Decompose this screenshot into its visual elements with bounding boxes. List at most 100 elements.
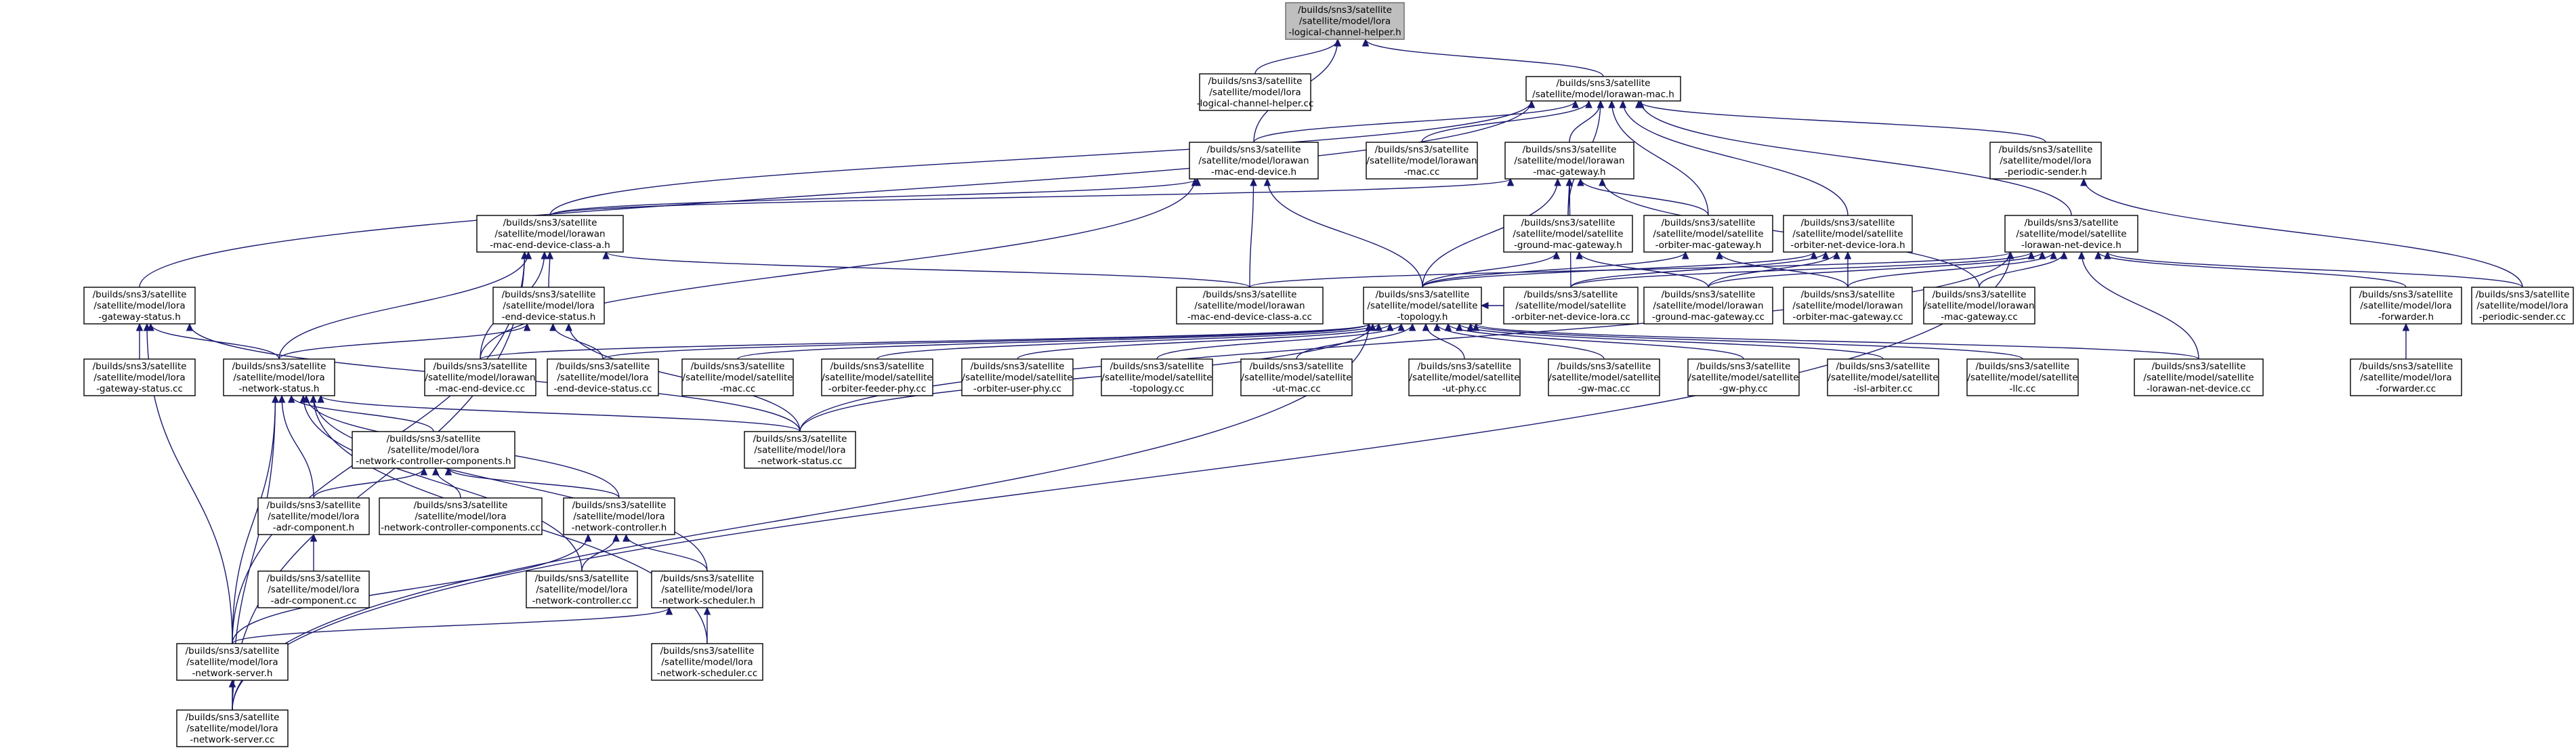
file-node[interactable]: /builds/sns3/satellite/satellite/model/l… <box>563 497 675 535</box>
file-node[interactable]: /builds/sns3/satellite/satellite/model/s… <box>1687 358 1800 396</box>
file-node[interactable]: /builds/sns3/satellite/satellite/model/l… <box>424 358 536 396</box>
arrow-head <box>1527 100 1536 108</box>
node-label-line: /satellite/model/satellite <box>1828 372 1938 383</box>
file-node[interactable]: /builds/sns3/satellite/satellite/model/l… <box>2350 287 2462 325</box>
node-label-line: /satellite/model/lora <box>661 657 753 667</box>
file-node[interactable]: /builds/sns3/satellite/satellite/model/l… <box>379 497 543 535</box>
dependency-edge <box>1718 251 1849 288</box>
file-node[interactable]: /builds/sns3/satellite/satellite/model/l… <box>651 643 763 681</box>
file-node[interactable]: /builds/sns3/satellite/satellite/model/l… <box>1366 142 1478 180</box>
node-label-line: /satellite/model/satellite <box>1515 300 1626 311</box>
node-label-line: -orbiter-mac-gateway.h <box>1655 240 1762 251</box>
node-box <box>2350 287 2462 325</box>
node-box <box>1101 358 1213 396</box>
node-box <box>1504 142 1634 180</box>
file-node[interactable]: /builds/sns3/satellite/satellite/model/l… <box>651 570 763 608</box>
arrow-head <box>1681 251 1689 259</box>
file-node[interactable]: /builds/sns3/satellite/satellite/model/l… <box>83 358 196 396</box>
file-node[interactable]: /builds/sns3/satellite/satellite/model/s… <box>1827 358 1939 396</box>
node-label-line: -topology.cc <box>1129 383 1184 394</box>
node-label-line: /builds/sns3/satellite <box>1298 5 1392 16</box>
file-node[interactable]: /builds/sns3/satellite/satellite/model/l… <box>2350 358 2462 396</box>
file-node[interactable]: /builds/sns3/satellite/satellite/model/l… <box>176 643 289 681</box>
arrow-head <box>444 467 452 476</box>
dependency-edge <box>799 323 1374 432</box>
arrow-head <box>1444 322 1452 331</box>
file-node[interactable]: /builds/sns3/satellite/satellite/model/l… <box>257 570 370 608</box>
file-node[interactable]: /builds/sns3/satellite/satellite/model/l… <box>1197 73 1314 111</box>
file-node[interactable]: /builds/sns3/satellite/satellite/model/l… <box>492 287 605 325</box>
file-node[interactable]: /builds/sns3/satellite/satellite/model/s… <box>1503 215 1633 253</box>
node-label-line: /builds/sns3/satellite <box>2152 361 2246 372</box>
file-node[interactable]: /builds/sns3/satellite/satellite/model/l… <box>744 431 856 469</box>
node-label-line: /builds/sns3/satellite <box>2359 361 2453 372</box>
node-label-line: /satellite/model/lora <box>186 657 278 667</box>
file-node[interactable]: /builds/sns3/satellite/satellite/model/s… <box>1363 287 1482 325</box>
arrow-head <box>431 467 440 476</box>
file-node[interactable]: /builds/sns3/satellite/satellite/model/s… <box>1240 358 1353 396</box>
file-node[interactable]: /builds/sns3/satellite/satellite/model/s… <box>1101 358 1213 396</box>
file-node[interactable]: /builds/sns3/satellite/satellite/model/l… <box>1504 142 1634 180</box>
node-label-line: -mac-end-device-class-a.h <box>490 240 610 251</box>
file-node[interactable]: /builds/sns3/satellite/satellite/model/l… <box>352 431 515 469</box>
node-label-line: -network-controller.cc <box>532 596 632 606</box>
file-node[interactable]: /builds/sns3/satellite/satellite/model/l… <box>476 215 624 253</box>
file-node[interactable]: /builds/sns3/satellite/satellite/model/s… <box>1408 358 1521 396</box>
dependency-edge <box>1422 178 1559 288</box>
dependency-edge <box>549 178 1511 216</box>
file-node[interactable]: /builds/sns3/satellite/satellite/model/s… <box>821 358 933 396</box>
file-node[interactable]: /builds/sns3/satellite/satellite/model/s… <box>681 358 794 396</box>
node-label-line: -mac-end-device.cc <box>436 383 525 394</box>
root-file-node[interactable]: /builds/sns3/satellite/satellite/model/l… <box>1285 2 1405 40</box>
file-node[interactable]: /builds/sns3/satellite/satellite/model/s… <box>1643 215 1773 253</box>
node-box <box>1783 215 1913 253</box>
file-node[interactable]: /builds/sns3/satellite/satellite/model/l… <box>547 358 659 396</box>
file-node[interactable]: /builds/sns3/satellite/satellite/model/l… <box>1923 287 2035 325</box>
node-label-line: /satellite/model/lora <box>233 372 324 383</box>
node-label-line: -forwarder.h <box>2378 312 2434 322</box>
arrow-head <box>1263 178 1271 186</box>
arrow-head <box>1506 178 1515 186</box>
file-node[interactable]: /builds/sns3/satellite/satellite/model/l… <box>1176 287 1324 325</box>
file-node[interactable]: /builds/sns3/satellite/satellite/model/s… <box>1783 215 1913 253</box>
file-node[interactable]: /builds/sns3/satellite/satellite/model/l… <box>1189 142 1319 180</box>
file-node[interactable]: /builds/sns3/satellite/satellite/model/l… <box>223 358 335 396</box>
dependency-edge <box>1422 251 1686 288</box>
file-node[interactable]: /builds/sns3/satellite/satellite/model/l… <box>176 709 289 747</box>
file-node[interactable]: /builds/sns3/satellite/satellite/model/l… <box>1783 287 1913 325</box>
file-node[interactable]: /builds/sns3/satellite/satellite/model/l… <box>526 570 638 608</box>
dependency-edge <box>1475 323 2199 360</box>
file-node[interactable]: /builds/sns3/satellite/satellite/model/s… <box>2004 215 2138 253</box>
node-label-line: /builds/sns3/satellite <box>1250 361 1344 372</box>
node-label-line: /satellite/model/lora <box>268 511 359 522</box>
file-node[interactable]: /builds/sns3/satellite/satellite/model/l… <box>1643 287 1773 325</box>
file-node[interactable]: /builds/sns3/satellite/satellite/model/s… <box>1548 358 1660 396</box>
dependency-edge <box>1296 323 1413 360</box>
file-node[interactable]: /builds/sns3/satellite/satellite/model/s… <box>1966 358 2079 396</box>
node-label-line: /satellite/model/lorawan <box>494 228 605 239</box>
arrow-head <box>1576 251 1583 259</box>
file-node[interactable]: /builds/sns3/satellite/satellite/model/l… <box>257 497 370 535</box>
node-box <box>821 358 933 396</box>
dependency-edge <box>232 607 670 644</box>
node-label-line: /satellite/model/satellite <box>1688 372 1798 383</box>
node-label-line: /builds/sns3/satellite <box>414 500 508 511</box>
node-label-line: /satellite/model/satellite <box>1967 372 2077 383</box>
node-label-line: /satellite/model/lorawan <box>1514 155 1624 166</box>
node-box <box>1176 287 1324 325</box>
dependency-edge <box>291 395 434 432</box>
file-node[interactable]: /builds/sns3/satellite/satellite/model/s… <box>2134 358 2264 396</box>
node-label-line: /satellite/model/satellite <box>1409 372 1519 383</box>
arrow-head <box>1472 322 1480 331</box>
file-node[interactable]: /builds/sns3/satellite/satellite/model/l… <box>1989 142 2102 180</box>
node-label-line: -periodic-sender.h <box>2004 167 2087 178</box>
arrow-head <box>1844 251 1852 259</box>
file-node[interactable]: /builds/sns3/satellite/satellite/model/l… <box>1525 76 1681 102</box>
file-node[interactable]: /builds/sns3/satellite/satellite/model/l… <box>83 287 196 325</box>
file-node[interactable]: /builds/sns3/satellite/satellite/model/s… <box>1503 287 1639 325</box>
node-label-line: /satellite/model/lora <box>2360 372 2451 383</box>
file-node[interactable]: /builds/sns3/satellite/satellite/model/l… <box>2471 287 2574 325</box>
file-node[interactable]: /builds/sns3/satellite/satellite/model/s… <box>961 358 1074 396</box>
graph-edges <box>135 38 2523 711</box>
